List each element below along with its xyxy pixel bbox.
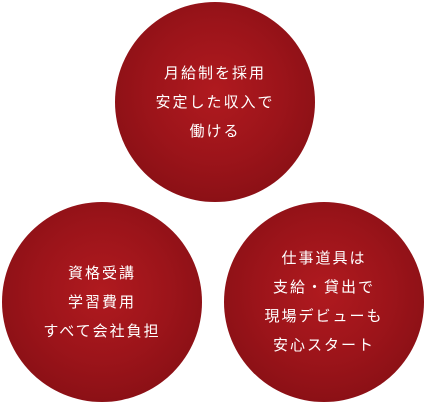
feature-text-tools: 仕事道具は 支給・貸出で 現場デビューも 安心スタート: [264, 244, 383, 360]
feature-line: 支給・貸出で: [272, 278, 375, 296]
feature-line: 月給制を採用: [163, 63, 266, 82]
feature-line: 安定した収入で: [155, 92, 275, 111]
feature-circle-tools: 仕事道具は 支給・貸出で 現場デビューも 安心スタート: [224, 202, 424, 402]
feature-line: すべて会社負担: [43, 321, 161, 340]
feature-circle-salary: 月給制を採用 安定した収入で 働ける: [115, 2, 315, 202]
feature-line: 働ける: [189, 121, 241, 140]
feature-line: 資格受講: [67, 263, 136, 282]
feature-text-salary: 月給制を採用 安定した収入で 働ける: [155, 59, 274, 146]
feature-circle-qualification: 資格受講 学習費用 すべて会社負担: [2, 202, 202, 402]
feature-line: 仕事道具は: [281, 249, 367, 267]
feature-line: 現場デビューも: [264, 307, 384, 325]
feature-line: 学習費用: [67, 292, 136, 311]
feature-text-qualification: 資格受講 学習費用 すべて会社負担: [43, 259, 160, 346]
feature-line: 安心スタート: [272, 336, 375, 354]
